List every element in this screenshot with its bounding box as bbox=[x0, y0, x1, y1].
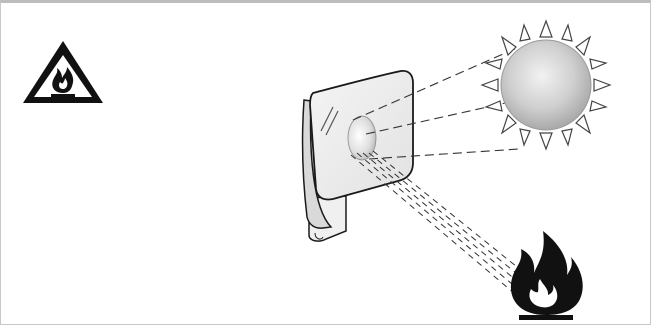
reflected-light-rays bbox=[350, 150, 538, 300]
mirror-device bbox=[301, 70, 414, 242]
mirror-focal-spot bbox=[347, 115, 377, 161]
hazard-illustration bbox=[23, 19, 612, 320]
flame-icon bbox=[510, 231, 583, 320]
fire-warning-icon bbox=[23, 41, 103, 103]
warning-flame-icon bbox=[52, 67, 74, 93]
sun-icon bbox=[480, 19, 612, 151]
flame-base bbox=[519, 315, 573, 320]
